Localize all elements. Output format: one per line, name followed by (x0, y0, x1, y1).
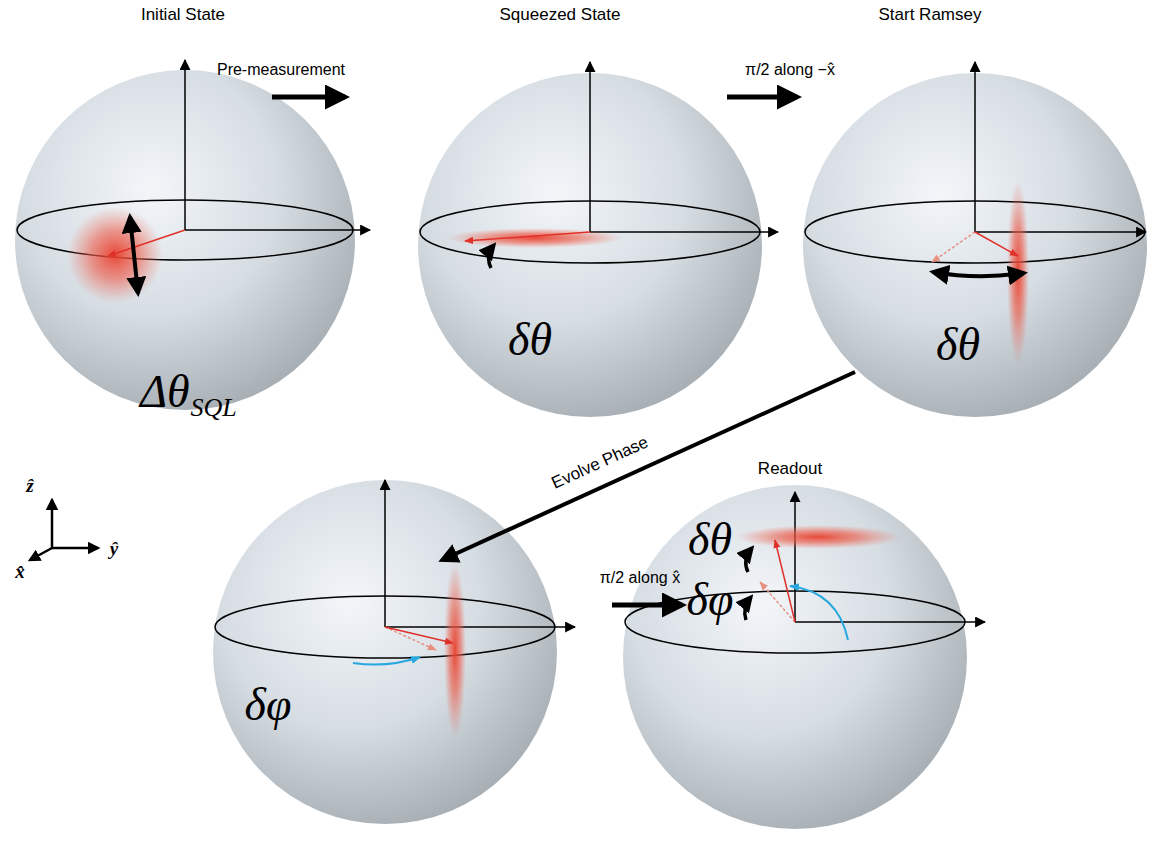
angle-symbol: δφ (245, 679, 292, 732)
stage-title: Initial State (141, 5, 225, 25)
bloch-sphere (623, 485, 985, 829)
axis-label: ŷ (110, 538, 118, 560)
step-label: Evolve Phase (549, 433, 652, 494)
stage-title: Readout (758, 459, 822, 479)
angle-symbol: δθ (688, 514, 732, 567)
angle-symbol: δφ (687, 574, 734, 627)
stage-title: Squeezed State (500, 5, 621, 25)
axis-label: ẑ (26, 475, 33, 497)
step-label: π/2 along −x̂ (745, 61, 835, 79)
step-label: π/2 along x̂ (600, 569, 680, 587)
bloch-sphere (418, 62, 778, 417)
bloch-sphere (803, 62, 1147, 417)
stage-title: Start Ramsey (879, 5, 982, 25)
step-arrow (272, 97, 855, 605)
angle-symbol: δθ (936, 319, 980, 372)
bloch-sphere (15, 60, 370, 410)
step-label: Pre-measurement (217, 61, 345, 79)
angle-symbol: Δθ (140, 366, 190, 419)
bloch-sphere (213, 480, 575, 824)
axis-label: x̂ (15, 561, 25, 583)
axis-triad (30, 500, 98, 560)
angle-symbol: δθ (508, 314, 552, 367)
angle-subscript: SQL (191, 393, 237, 423)
